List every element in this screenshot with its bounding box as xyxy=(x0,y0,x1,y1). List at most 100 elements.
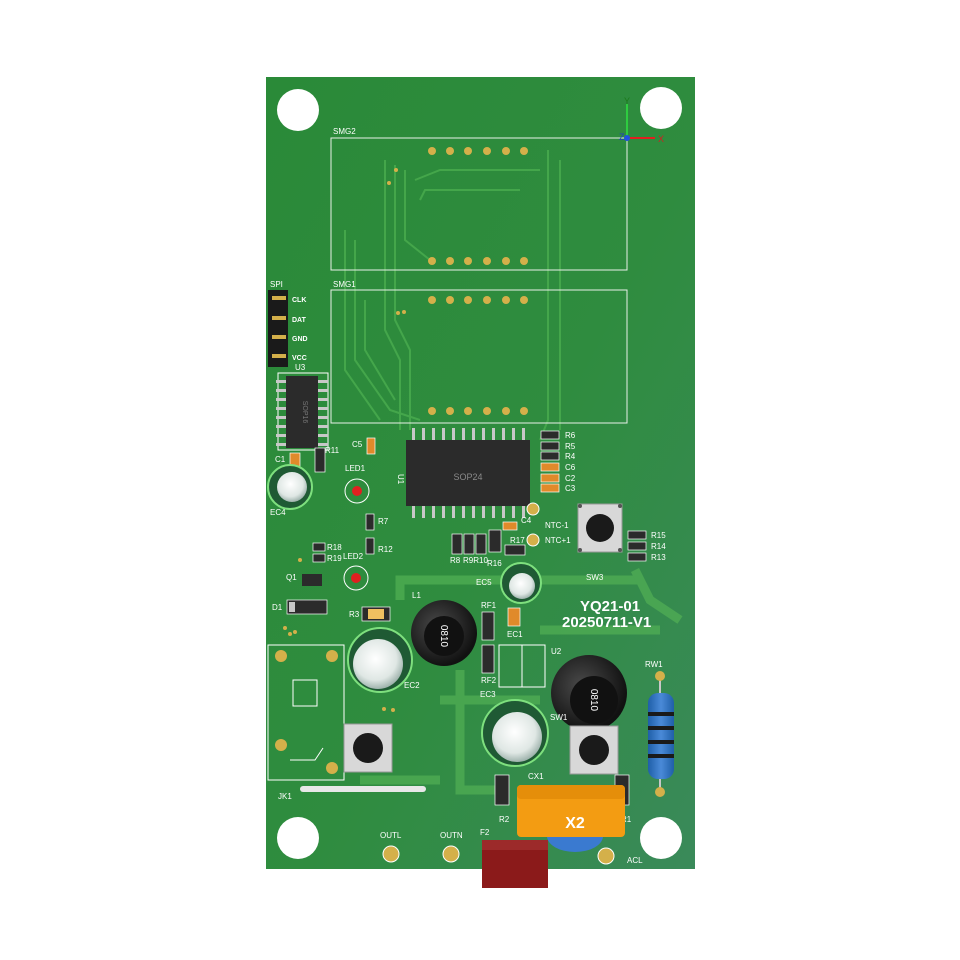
cx1-label: CX1 xyxy=(528,772,544,781)
ntc-pad xyxy=(526,533,540,547)
switch-sw2 xyxy=(343,723,393,773)
inductor-l2: 0810 xyxy=(551,655,627,731)
spi-pin-clk: CLK xyxy=(292,297,306,304)
mounting-hole xyxy=(277,817,319,859)
outn-label: OUTN xyxy=(440,831,463,840)
fuse-f2: F2 xyxy=(480,828,548,888)
axis-x-label: X xyxy=(658,134,664,144)
rw1-label: RW1 xyxy=(645,660,663,669)
c2-label: C2 xyxy=(565,474,576,483)
resistor-r3: R3 xyxy=(349,606,391,622)
d1-label: D1 xyxy=(272,603,283,612)
axis-indicator: Y X Z xyxy=(619,96,664,144)
display-pins-bottom xyxy=(428,407,528,415)
rf1-label: RF1 xyxy=(481,601,497,610)
inductor-l1: L1 0810 xyxy=(411,591,477,666)
ntc-plus-label: NTC+1 xyxy=(545,536,571,545)
terminal-pads: OUTL OUTN ACL xyxy=(380,831,643,865)
display-smg2: SMG2 xyxy=(330,127,628,271)
c3-label: C3 xyxy=(565,484,576,493)
terminal-outl xyxy=(382,845,400,863)
r16-label: R16 xyxy=(487,559,502,568)
resistor-rw1: RW1 xyxy=(645,660,674,797)
acl-label: ACL xyxy=(627,856,643,865)
spi-pin-vcc: VCC xyxy=(292,355,307,362)
c1-label: C1 xyxy=(275,455,286,464)
mid-smd-row: R8 R9R10 R16 R17 C4 NTC-1 NTC+1 xyxy=(450,502,571,568)
display-pins-bottom xyxy=(428,257,528,265)
r4-label: R4 xyxy=(565,452,576,461)
switch-sw3: SW3 xyxy=(577,503,623,582)
ec2-label: EC2 xyxy=(404,681,420,690)
display-label: SMG2 xyxy=(333,127,356,136)
vias xyxy=(283,168,406,712)
ic-u1: SOP24 U1 xyxy=(396,428,530,518)
q1-area: R18 R19 Q1 xyxy=(286,542,342,586)
transistor-q1 xyxy=(302,574,322,586)
l1-marking: 0810 xyxy=(438,625,449,648)
x2-marking: X2 xyxy=(565,815,585,832)
smd-array-right: R6 R5 R4 C6 C2 C3 xyxy=(540,430,576,493)
board-version: 20250711-V1 xyxy=(562,614,651,631)
axis-z-label: Z xyxy=(619,132,625,142)
led2-label: LED2 xyxy=(343,552,364,561)
l1-label: L1 xyxy=(412,591,421,600)
capacitor-x2: CX1 R2 R1 X2 xyxy=(494,772,632,852)
spi-pin-gnd: GND xyxy=(292,336,308,343)
capacitor-ec3: EC3 xyxy=(480,690,549,767)
ntc-minus-label: NTC-1 xyxy=(545,521,569,530)
c4-label: C4 xyxy=(521,516,532,525)
terminal-acl xyxy=(597,847,615,865)
u3-marking: SOP16 xyxy=(301,401,308,424)
ec4-area: C1 R11 EC4 xyxy=(267,446,340,517)
ec5-label: EC5 xyxy=(476,578,492,587)
pin-header-body xyxy=(268,290,288,367)
led1 xyxy=(344,478,370,504)
capacitor-ec2: EC2 xyxy=(347,627,420,693)
r9r10-label: R9R10 xyxy=(463,556,488,565)
display-pins-top xyxy=(428,147,528,155)
spi-pin-dat: DAT xyxy=(292,317,307,324)
c6-label: C6 xyxy=(565,463,576,472)
ic-u3: U3 SOP16 xyxy=(276,363,329,451)
mounting-holes xyxy=(277,87,682,859)
ic-body xyxy=(406,440,530,506)
mounting-hole xyxy=(640,817,682,859)
r15-label: R15 xyxy=(651,531,666,540)
switch-sw1: SW1 xyxy=(550,713,619,775)
u1-marking: SOP24 xyxy=(453,472,482,482)
capacitor-ec1: EC1 xyxy=(507,607,523,639)
ic-body xyxy=(286,376,318,448)
u2-label: U2 xyxy=(551,647,562,656)
r7-label: R7 xyxy=(378,517,389,526)
mounting-hole xyxy=(640,87,682,129)
sw3-label: SW3 xyxy=(586,573,604,582)
r2-label: R2 xyxy=(499,815,510,824)
r5-label: R5 xyxy=(565,442,576,451)
terminal-outn xyxy=(442,845,460,863)
rf2-label: RF2 xyxy=(481,676,497,685)
display-pins-top xyxy=(428,296,528,304)
ec4-label: EC4 xyxy=(270,508,286,517)
diode-d1: D1 xyxy=(272,599,328,615)
r1-label: R1 xyxy=(621,815,632,824)
r13-label: R13 xyxy=(651,553,666,562)
r19-label: R19 xyxy=(327,554,342,563)
ec3-label: EC3 xyxy=(480,690,496,699)
r6-label: R6 xyxy=(565,431,576,440)
f2-label: F2 xyxy=(480,828,490,837)
regulator-u2: U2 xyxy=(498,644,562,688)
spi-header: SPI CLK DAT GND VCC xyxy=(268,280,308,367)
l2-marking: 0810 xyxy=(588,689,599,712)
r18-label: R18 xyxy=(327,543,342,552)
rf-resistors: RF1 RF2 xyxy=(481,601,497,685)
r14-label: R14 xyxy=(651,542,666,551)
relay-jk1: JK1 xyxy=(267,644,426,801)
r8-label: R8 xyxy=(450,556,461,565)
r12-label: R12 xyxy=(378,545,393,554)
led1-label: LED1 xyxy=(345,464,366,473)
r17-label: R17 xyxy=(510,536,525,545)
sw1-label: SW1 xyxy=(550,713,568,722)
display-outline xyxy=(330,137,628,271)
ec1-label: EC1 xyxy=(507,630,523,639)
